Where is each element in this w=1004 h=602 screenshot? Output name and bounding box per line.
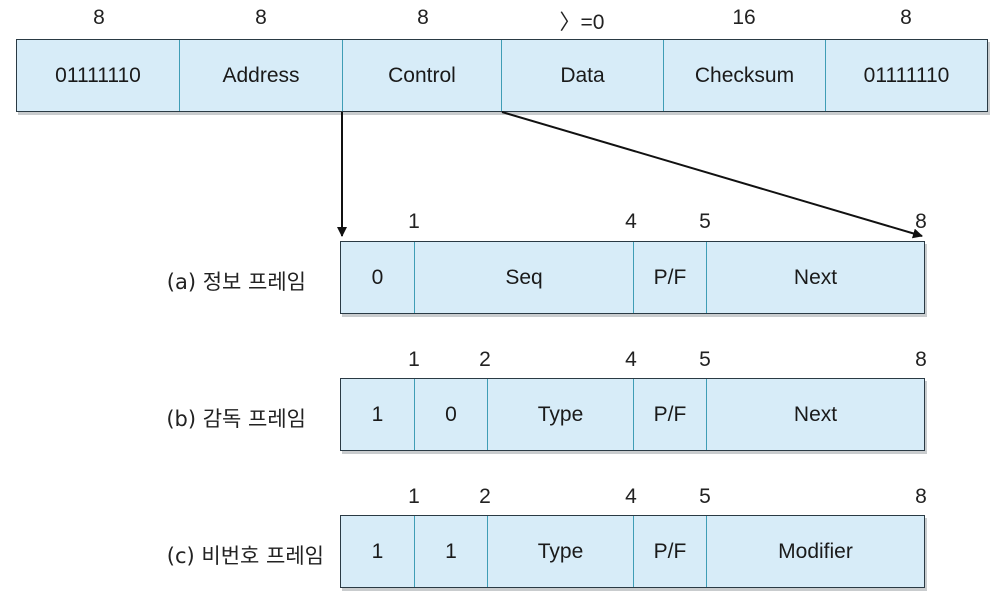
bit-position-8: 8 [915, 210, 927, 233]
arrow-control-right [501, 111, 923, 239]
supervisory-frame: 1 0 Type P/F Next [340, 378, 925, 451]
unnumbered-frame-pf: P/F [634, 516, 707, 587]
unnumbered-frame-bit-positions: 1 2 4 5 8 [0, 485, 1004, 511]
bit-position-5: 5 [699, 210, 711, 233]
bit-position-1: 1 [408, 348, 420, 371]
bit-width-address: 8 [255, 6, 267, 29]
field-address: Address [180, 40, 343, 111]
info-frame: 0 Seq P/F Next [340, 241, 925, 314]
field-control: Control [343, 40, 502, 111]
bit-position-1: 1 [408, 485, 420, 508]
unnumbered-frame-type: Type [488, 516, 634, 587]
bit-position-2: 2 [479, 485, 491, 508]
unnumbered-frame-bit-2: 1 [415, 516, 488, 587]
bit-position-5: 5 [699, 485, 711, 508]
supervisory-frame-bit-1: 1 [341, 379, 415, 450]
supervisory-frame-bit-2: 0 [415, 379, 488, 450]
info-frame-seq: Seq [415, 242, 634, 313]
hdlc-frame: 01111110 Address Control Data Checksum 0… [16, 39, 988, 112]
info-frame-bit-positions: 1 4 5 8 [0, 210, 1004, 236]
bit-position-2: 2 [479, 348, 491, 371]
bit-position-8: 8 [915, 485, 927, 508]
bit-position-1: 1 [408, 210, 420, 233]
bit-width-data: 〉=0 [559, 11, 605, 34]
bit-width-control: 8 [417, 6, 429, 29]
info-frame-pf: P/F [634, 242, 707, 313]
bit-position-4: 4 [625, 210, 637, 233]
bit-position-4: 4 [625, 485, 637, 508]
supervisory-frame-pf: P/F [634, 379, 707, 450]
supervisory-frame-type: Type [488, 379, 634, 450]
unnumbered-frame-label: (c) 비번호 프레임 [166, 544, 324, 568]
unnumbered-frame: 1 1 Type P/F Modifier [340, 515, 925, 588]
field-flag-start: 01111110 [17, 40, 180, 111]
bit-position-5: 5 [699, 348, 711, 371]
top-frame-bit-widths: 8 8 8 〉=0 16 8 [0, 6, 1004, 34]
field-flag-end: 01111110 [863, 63, 950, 87]
bit-width-checksum: 16 [732, 6, 756, 29]
supervisory-frame-bit-positions: 1 2 4 5 8 [0, 348, 1004, 374]
bit-position-4: 4 [625, 348, 637, 371]
supervisory-frame-label: (b) 감독 프레임 [166, 407, 306, 431]
field-data: Data [502, 40, 664, 111]
supervisory-frame-next: Next [793, 402, 838, 426]
info-frame-next: Next [793, 265, 838, 289]
field-checksum: Checksum [664, 40, 826, 111]
info-frame-label: (a) 정보 프레임 [166, 270, 306, 294]
bit-position-8: 8 [915, 348, 927, 371]
unnumbered-frame-modifier: Modifier [778, 539, 853, 563]
unnumbered-frame-bit-1: 1 [341, 516, 415, 587]
bit-width-flag-start: 8 [93, 6, 105, 29]
bit-width-flag-end: 8 [900, 6, 912, 29]
info-frame-type-bit: 0 [341, 242, 415, 313]
